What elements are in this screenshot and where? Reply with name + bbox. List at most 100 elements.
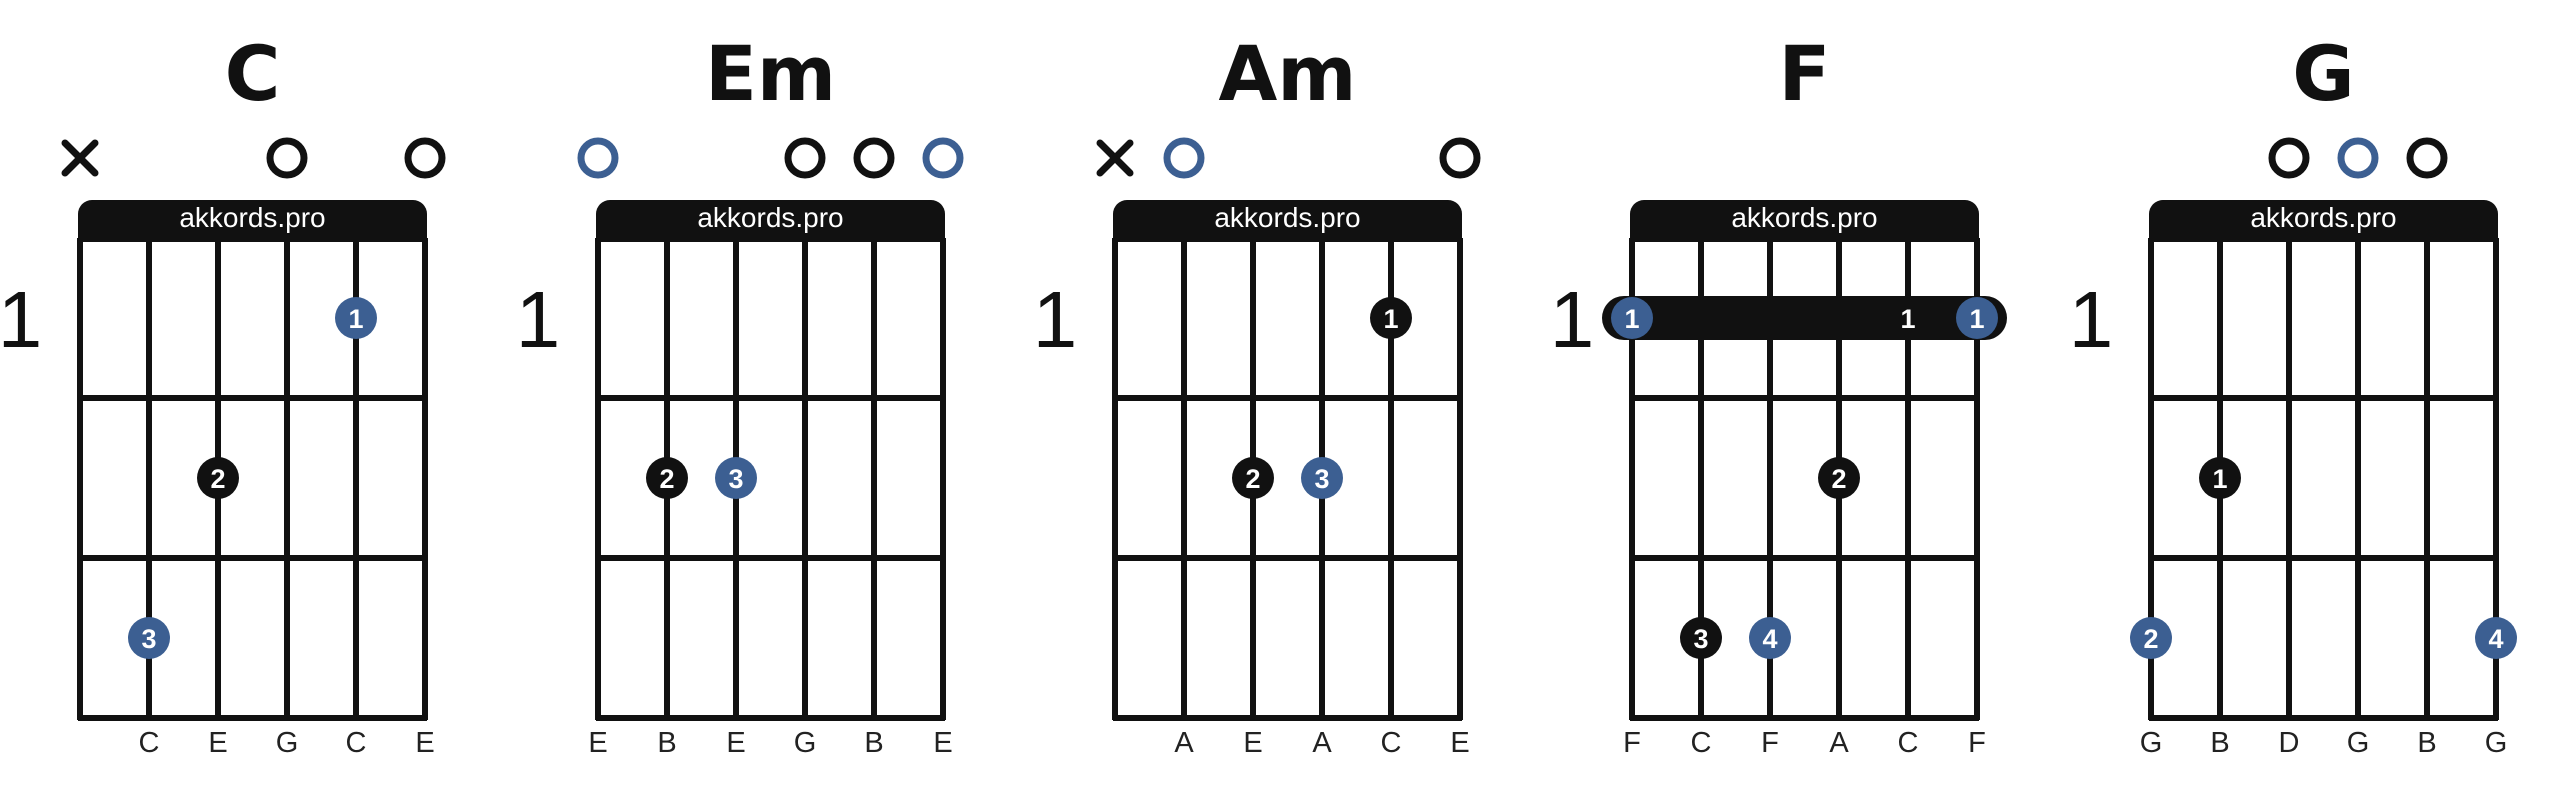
string-note-label: E: [726, 727, 745, 759]
string-note-label: E: [208, 727, 227, 759]
string-note-label: E: [1243, 727, 1262, 759]
muted-string-icon: [61, 139, 99, 177]
finger-label: 4: [1762, 624, 1777, 654]
start-fret-label: 1: [2069, 275, 2114, 364]
string-note-label: G: [2485, 727, 2508, 759]
barre-bar: [1602, 296, 2007, 340]
open-string-icon: [784, 137, 826, 179]
finger-dot: [2130, 617, 2172, 659]
string-note-label: B: [657, 727, 676, 759]
string-note-label: C: [1381, 727, 1402, 759]
brand-header-base: [1630, 222, 1979, 242]
finger-dot: [1818, 457, 1860, 499]
finger-label: 2: [210, 464, 225, 494]
finger-dot: [197, 457, 239, 499]
string-note-label: F: [1623, 727, 1641, 759]
finger-dot: [335, 297, 377, 339]
finger-label: 1: [1624, 304, 1639, 334]
finger-label: 1: [348, 304, 363, 334]
string-note-label: C: [139, 727, 160, 759]
open-string-icon: [853, 137, 895, 179]
start-fret-label: 1: [0, 275, 42, 364]
string-note-label: E: [588, 727, 607, 759]
finger-label: 3: [141, 624, 156, 654]
brand-label: akkords.pro: [1731, 202, 1877, 233]
chord-name: C: [225, 29, 281, 118]
string-note-label: A: [1312, 727, 1332, 759]
finger-label: 2: [1245, 464, 1260, 494]
open-string-icon: [922, 137, 964, 179]
string-note-label: G: [794, 727, 817, 759]
string-note-label: B: [864, 727, 883, 759]
string-note-label: C: [346, 727, 367, 759]
string-note-label: G: [2347, 727, 2370, 759]
finger-dot: [1370, 297, 1412, 339]
string-note-label: G: [2140, 727, 2163, 759]
finger-dot: [128, 617, 170, 659]
finger-dot: [646, 457, 688, 499]
start-fret-label: 1: [516, 275, 561, 364]
chord-name: G: [2292, 29, 2354, 118]
finger-dot: [2199, 457, 2241, 499]
open-string-icon: [2268, 137, 2310, 179]
brand-header-base: [596, 222, 945, 242]
finger-label: 1: [1383, 304, 1398, 334]
finger-label: 2: [2143, 624, 2158, 654]
finger-label: 2: [1831, 464, 1846, 494]
string-note-label: F: [1761, 727, 1779, 759]
string-note-label: A: [1829, 727, 1849, 759]
open-string-icon: [2406, 137, 2448, 179]
open-string-icon: [266, 137, 308, 179]
finger-dot: [2475, 617, 2517, 659]
finger-label: 1: [2212, 464, 2227, 494]
string-note-label: F: [1968, 727, 1986, 759]
finger-label: 3: [1314, 464, 1329, 494]
open-string-icon: [1439, 137, 1481, 179]
string-note-label: D: [2279, 727, 2300, 759]
string-note-label: E: [933, 727, 952, 759]
finger-label: 3: [1693, 624, 1708, 654]
chord-name: Em: [705, 29, 836, 118]
finger-label: 1: [1969, 304, 1984, 334]
barre-inner-label: 1: [1900, 304, 1915, 334]
brand-label: akkords.pro: [2250, 202, 2396, 233]
brand-header-base: [2149, 222, 2498, 242]
open-string-icon: [2337, 137, 2379, 179]
finger-dot: [715, 457, 757, 499]
string-note-label: E: [415, 727, 434, 759]
brand-label: akkords.pro: [697, 202, 843, 233]
chord-diagram-am: Am akkords.pro 1 1 2 3A E A C E: [1033, 29, 1481, 759]
string-note-label: B: [2210, 727, 2229, 759]
brand-header-base: [1113, 222, 1462, 242]
string-note-label: G: [276, 727, 299, 759]
finger-dot: [1232, 457, 1274, 499]
muted-string-icon: [1096, 139, 1134, 177]
string-note-label: C: [1691, 727, 1712, 759]
string-note-label: A: [1174, 727, 1194, 759]
open-string-icon: [404, 137, 446, 179]
string-note-label: E: [1450, 727, 1469, 759]
barre-dot-right: [1956, 297, 1998, 339]
barre-dot-left: [1611, 297, 1653, 339]
finger-dot: [1680, 617, 1722, 659]
finger-label: 2: [659, 464, 674, 494]
chord-name: F: [1779, 29, 1831, 118]
open-string-icon: [1163, 137, 1205, 179]
finger-label: 3: [728, 464, 743, 494]
start-fret-label: 1: [1550, 275, 1595, 364]
finger-dot: [1749, 617, 1791, 659]
chord-name: Am: [1218, 29, 1356, 118]
brand-label: akkords.pro: [179, 202, 325, 233]
finger-dot: [1301, 457, 1343, 499]
string-note-label: C: [1898, 727, 1919, 759]
brand-header-base: [78, 222, 427, 242]
start-fret-label: 1: [1033, 275, 1078, 364]
brand-label: akkords.pro: [1214, 202, 1360, 233]
open-string-icon: [577, 137, 619, 179]
string-note-label: B: [2417, 727, 2436, 759]
chord-diagram-em: Em akkords.pro 1 2 3E B E G B E: [516, 29, 964, 759]
